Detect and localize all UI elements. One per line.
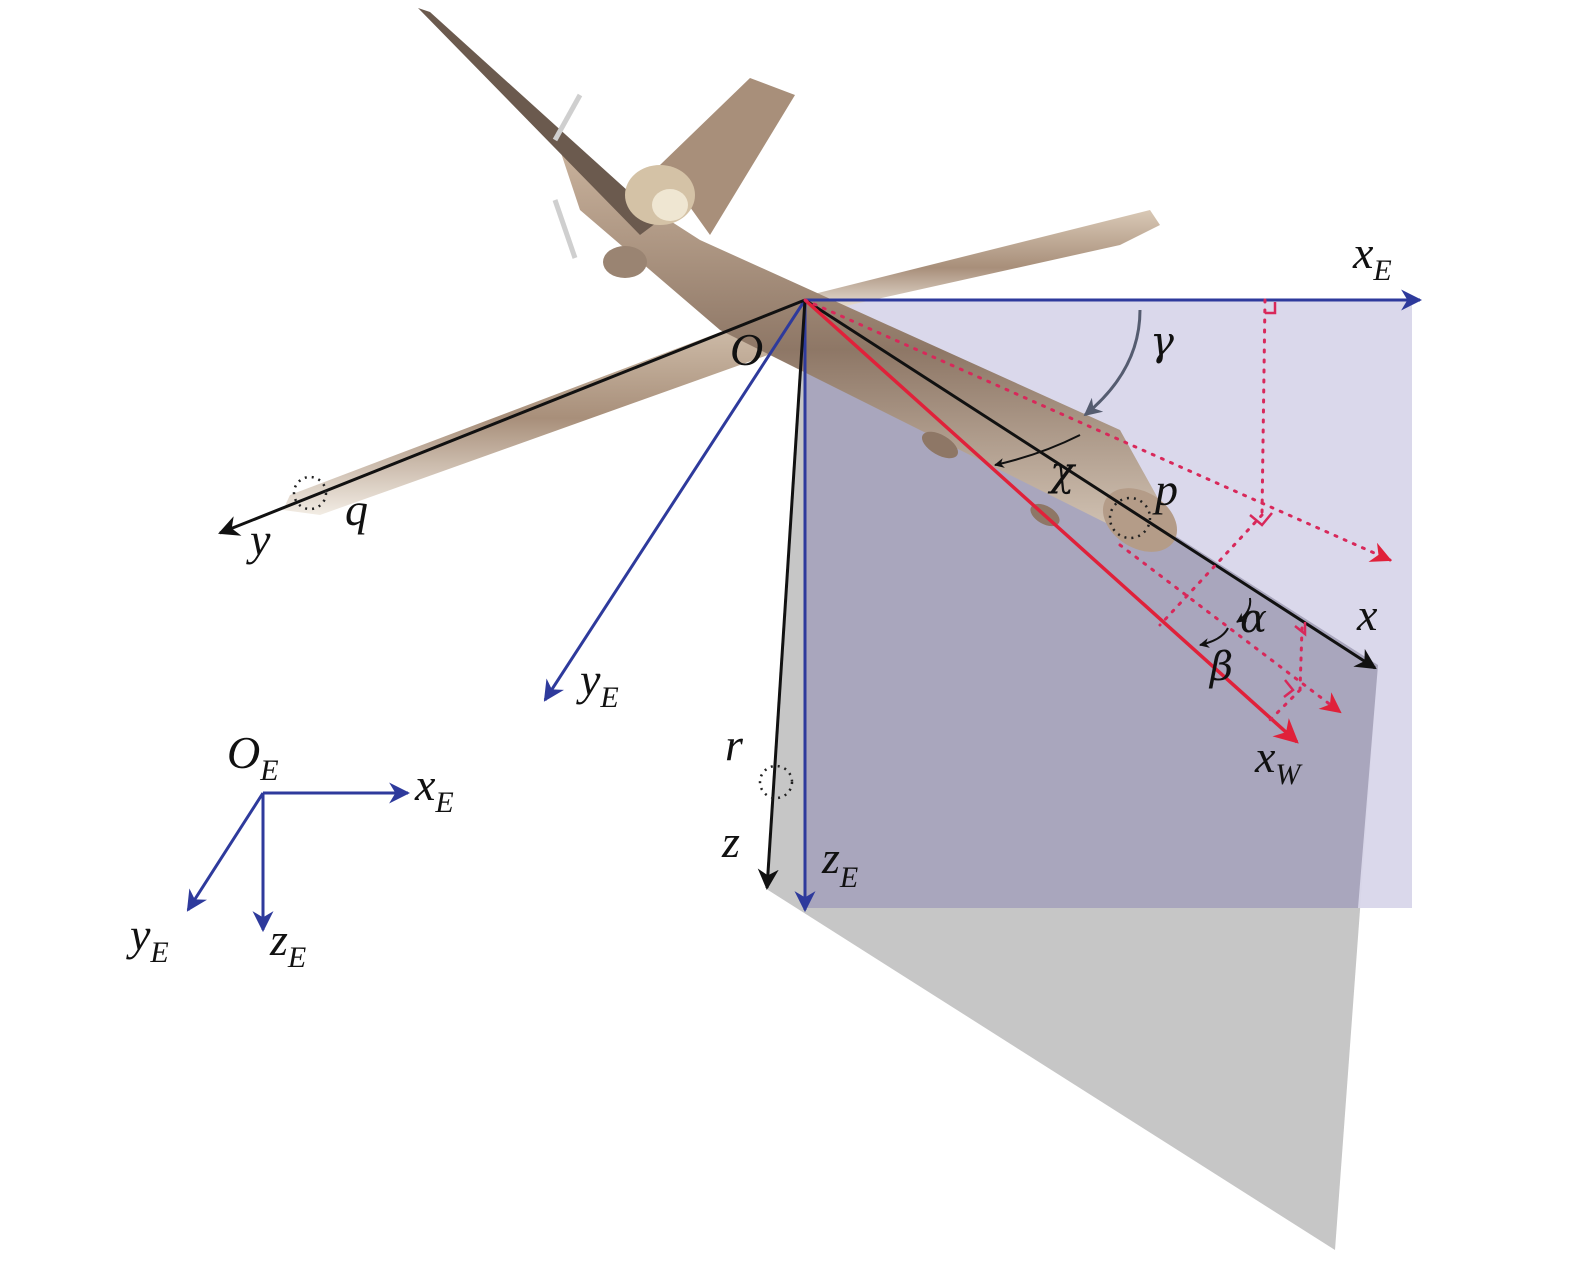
aircraft-tail-left bbox=[418, 8, 660, 235]
beta-arc bbox=[1199, 627, 1229, 648]
legend-origin-label: OE bbox=[227, 727, 279, 787]
legend-y-axis bbox=[186, 792, 265, 912]
aircraft-model bbox=[283, 8, 1178, 552]
right-angle-marker bbox=[1265, 302, 1277, 315]
aircraft-right-wing bbox=[790, 210, 1160, 315]
aircraft-propeller bbox=[552, 199, 578, 259]
right-angle-marker bbox=[1249, 512, 1273, 527]
body-y-label: y bbox=[246, 514, 271, 565]
legend-x-label: xE bbox=[414, 759, 454, 819]
legend-y-label: yE bbox=[126, 909, 169, 969]
aircraft-pod bbox=[921, 431, 959, 459]
chi-arc bbox=[994, 434, 1081, 468]
aircraft-fuselage bbox=[560, 150, 1170, 550]
body-z-axis bbox=[757, 299, 807, 891]
alpha-label: α bbox=[1240, 596, 1267, 642]
earth-x-label: xE bbox=[1352, 227, 1392, 287]
alpha-arc bbox=[1236, 597, 1252, 623]
right-angle-marker bbox=[1294, 622, 1307, 637]
legend-z-label: zE bbox=[269, 914, 306, 974]
aircraft-left-wing bbox=[283, 300, 810, 515]
yaw-rate-label: r bbox=[725, 719, 744, 770]
wind-x-axis bbox=[803, 298, 1299, 744]
roll-rate-circle bbox=[1108, 496, 1152, 540]
aircraft-propeller bbox=[552, 93, 583, 142]
body-x-label: x bbox=[1356, 589, 1378, 640]
origin-label: O bbox=[730, 324, 763, 375]
earth-y-axis bbox=[543, 299, 807, 702]
aircraft-engine-inner bbox=[652, 189, 688, 221]
earth-z-label: zE bbox=[821, 832, 858, 894]
body-x-axis bbox=[804, 298, 1377, 670]
earth-y-label: yE bbox=[576, 654, 619, 714]
aircraft-fairing bbox=[603, 246, 647, 278]
earth-frame-legend: OE xE yE zE bbox=[126, 727, 454, 974]
beta-label: β bbox=[1208, 644, 1233, 690]
body-z-label: z bbox=[721, 816, 740, 867]
pitch-rate-circle bbox=[292, 475, 328, 511]
right-angle-marker bbox=[1283, 679, 1295, 698]
roll-rate-label: p bbox=[1152, 464, 1178, 515]
chi-label: χ bbox=[1047, 449, 1077, 495]
wind-x-label: xW bbox=[1254, 731, 1303, 791]
yaw-rate-circle bbox=[758, 764, 794, 800]
projection-lines bbox=[803, 298, 1392, 727]
gamma-arc bbox=[1083, 309, 1142, 417]
body-y-axis bbox=[218, 298, 806, 536]
gamma-label: γ bbox=[1150, 319, 1174, 365]
pitch-rate-label: q bbox=[345, 484, 368, 535]
